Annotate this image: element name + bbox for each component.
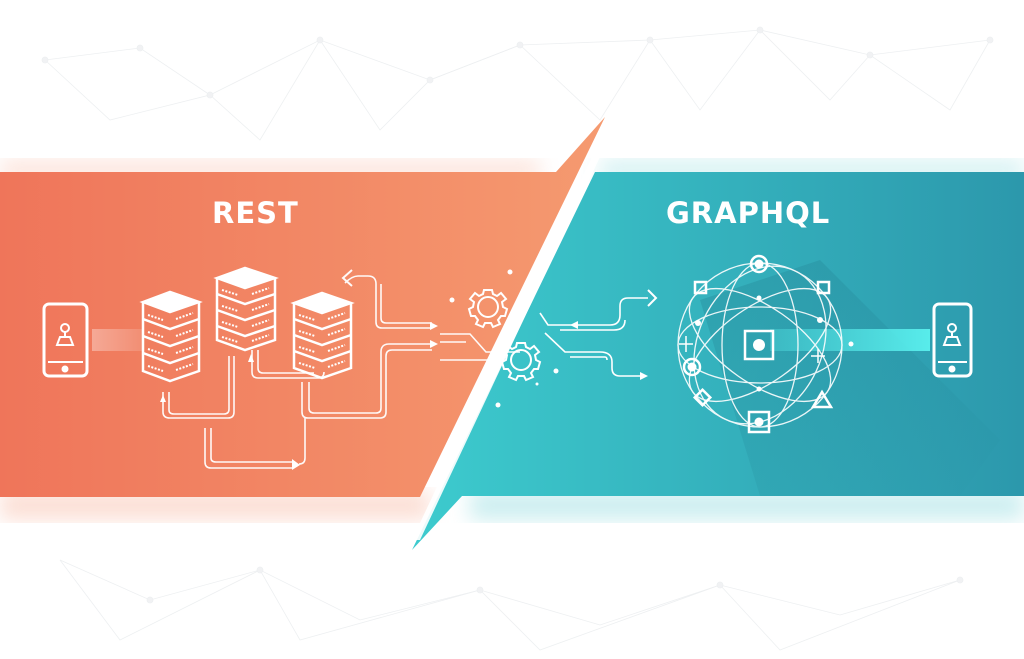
location-pin-icon [942,323,962,346]
graph-nodes [679,254,834,434]
top-node-icon [749,254,769,274]
diamond-node-icon [692,387,713,408]
gear-icon [467,289,509,329]
location-pin-icon [55,323,75,346]
server-stack-3-icon [290,291,355,380]
arrowheads [160,322,438,470]
rest-client-phone [42,302,89,378]
crosshair-node-icon [679,336,693,352]
background-network [41,26,994,651]
server-stack-2-icon [213,266,279,352]
rest-routing-arrows [162,269,520,469]
server-stack-1-icon [139,290,203,383]
left-node-icon [682,357,702,377]
crosshair-node-icon [811,349,825,363]
triangle-node-icon [810,389,834,409]
server-stacks [139,266,355,383]
graphql-title: GRAPHQL [666,196,831,230]
graph-sphere-icon [677,262,843,428]
graphql-client-phone [932,302,973,378]
bottom-node-icon [747,410,771,434]
rest-title: REST [212,196,299,230]
center-node-icon [743,329,775,361]
square-node-icon [816,280,831,295]
rest-request-beam [92,329,144,351]
divider-stripe [412,140,608,540]
square-node-icon [693,280,708,295]
graphql-request-arrows [539,289,658,377]
graphql-response-beam [770,329,930,351]
